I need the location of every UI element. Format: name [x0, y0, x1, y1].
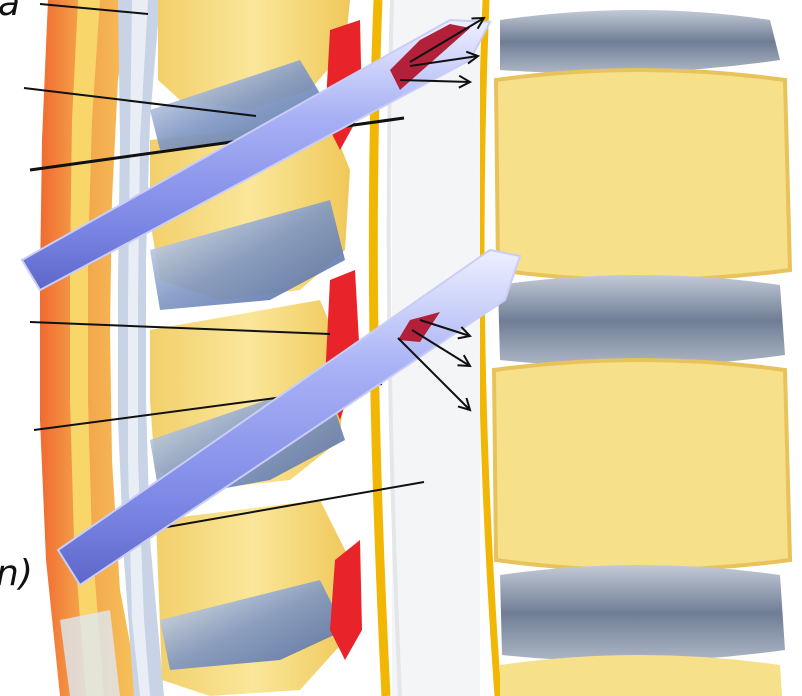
glare [60, 610, 120, 696]
vertebral-column [494, 10, 790, 696]
label-fragment-top: a [0, 0, 20, 22]
label-fragment-bottom: n) [0, 556, 33, 592]
